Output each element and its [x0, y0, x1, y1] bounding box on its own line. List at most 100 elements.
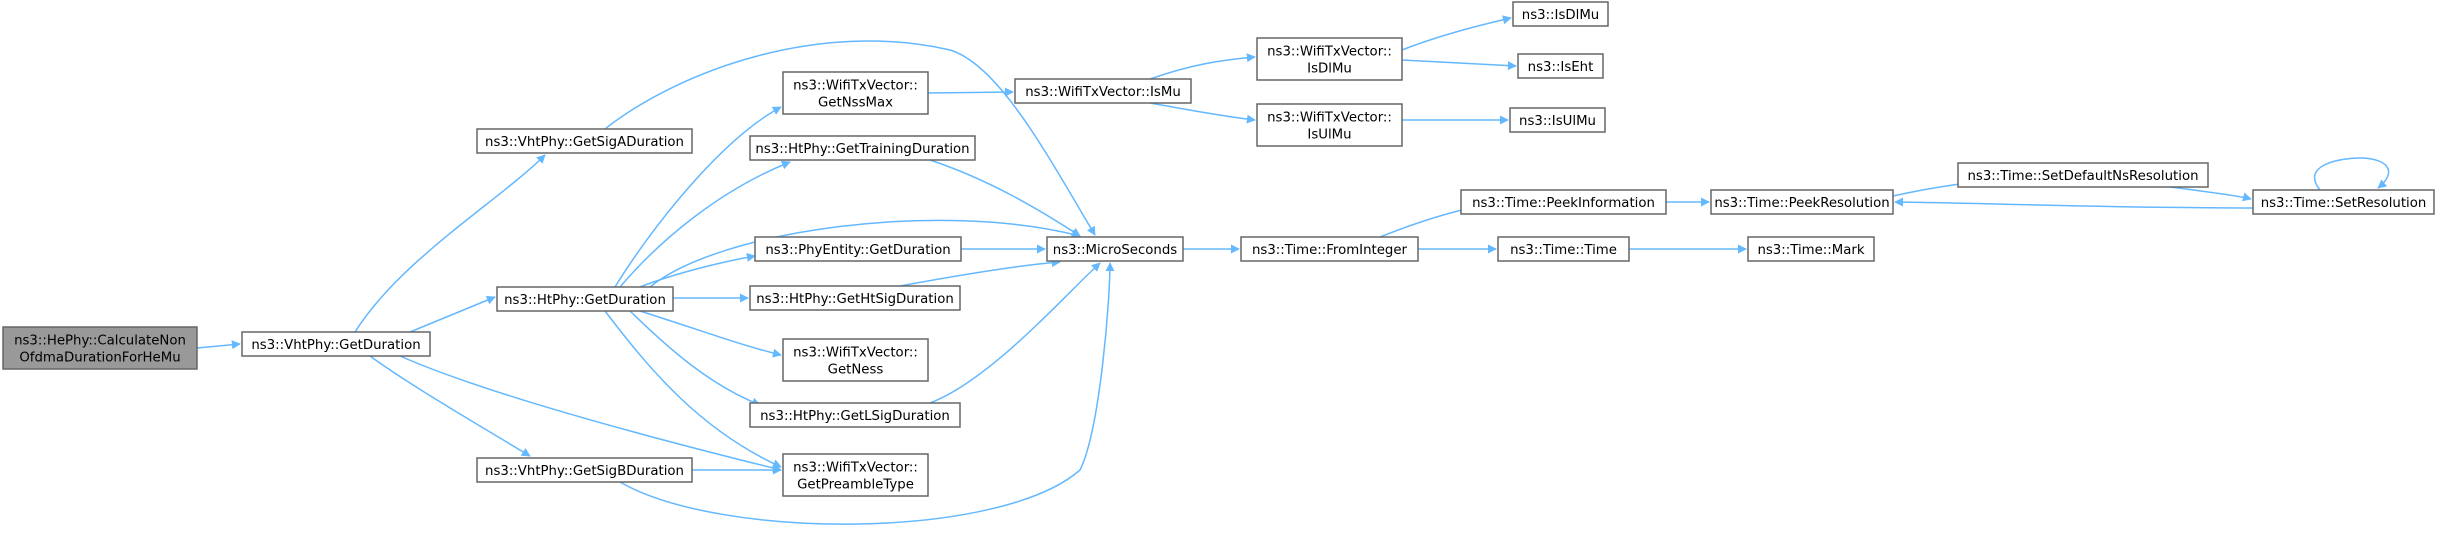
- node-label: ns3::IsDlMu: [1522, 8, 1599, 23]
- node-box: [1256, 37, 1403, 81]
- edge-line: [614, 106, 782, 288]
- node-label: ns3::VhtPhy::GetSigADuration: [485, 135, 684, 150]
- node-label: ns3::Time::SetResolution: [2261, 196, 2427, 211]
- node-box: [1460, 189, 1667, 215]
- edge-line: [354, 154, 546, 333]
- edge-line: [399, 355, 782, 473]
- edge-n10-n13: [929, 262, 1101, 404]
- node-n12[interactable]: ns3::WifiTxVector::IsMu: [1014, 78, 1192, 104]
- edge-n1-n2: [409, 295, 496, 333]
- node-label: ns3::WifiTxVector::: [793, 461, 918, 476]
- node-label: GetNess: [828, 363, 884, 378]
- node-box: [1710, 189, 1894, 215]
- edge-n1-n11: [399, 355, 782, 473]
- node-box: [2, 326, 198, 370]
- edge-n1-n3: [354, 154, 546, 333]
- node-label: IsDlMu: [1307, 62, 1352, 77]
- edge-line: [629, 310, 761, 407]
- node-n24[interactable]: ns3::Time::SetDefaultNsResolution: [1957, 162, 2209, 188]
- edge-line: [1149, 53, 1256, 80]
- edge-line: [927, 87, 1014, 97]
- node-label: ns3::WifiTxVector::: [793, 346, 918, 361]
- edge-n12-n14: [1149, 53, 1256, 80]
- node-n25[interactable]: ns3::Time::SetResolution: [2252, 189, 2435, 215]
- node-n20[interactable]: ns3::Time::PeekInformation: [1460, 189, 1667, 215]
- node-n1[interactable]: ns3::VhtPhy::GetDuration: [241, 331, 431, 357]
- node-n17[interactable]: ns3::IsEht: [1517, 53, 1604, 79]
- edge-line: [619, 160, 791, 288]
- node-n23[interactable]: ns3::Time::Mark: [1747, 236, 1875, 262]
- node-n7[interactable]: ns3::PhyEntity::GetDuration: [754, 236, 962, 262]
- edge-n24-n25: [2169, 186, 2252, 202]
- node-n14[interactable]: ns3::WifiTxVector::IsDlMu: [1256, 37, 1403, 81]
- node-box: [782, 338, 929, 382]
- node-label: ns3::HePhy::CalculateNon: [14, 334, 186, 349]
- node-n6[interactable]: ns3::HtPhy::GetTrainingDuration: [749, 135, 976, 161]
- edge-line: [929, 159, 1081, 237]
- node-n3[interactable]: ns3::VhtPhy::GetSigADuration: [476, 128, 693, 154]
- node-box: [754, 236, 962, 262]
- node-n9[interactable]: ns3::WifiTxVector::GetNess: [782, 338, 929, 382]
- node-box: [476, 457, 693, 483]
- node-n4[interactable]: ns3::VhtPhy::GetSigBDuration: [476, 457, 693, 483]
- node-label: GetPreambleType: [797, 478, 914, 493]
- edge-n4-n13: [619, 262, 1115, 525]
- node-label: IsUlMu: [1307, 128, 1351, 143]
- edge-n14-n16: [1401, 15, 1512, 51]
- edge-line: [409, 295, 496, 333]
- node-n16[interactable]: ns3::IsDlMu: [1512, 1, 1609, 27]
- edges: [196, 15, 2390, 525]
- node-n0[interactable]: ns3::HePhy::CalculateNonOfdmaDurationFor…: [2, 326, 198, 370]
- node-label: ns3::Time::PeekResolution: [1714, 196, 1889, 211]
- node-box: [241, 331, 431, 357]
- node-n13[interactable]: ns3::MicroSeconds: [1046, 236, 1184, 262]
- node-label: ns3::VhtPhy::GetDuration: [251, 338, 420, 353]
- edge-line: [929, 262, 1101, 404]
- edge-line: [899, 258, 1061, 287]
- edge-n5-n12: [927, 87, 1014, 97]
- edge-n2-n10: [629, 310, 761, 407]
- edge-line: [1401, 15, 1512, 51]
- node-label: ns3::WifiTxVector::: [1267, 45, 1392, 60]
- edge-line: [2169, 186, 2252, 202]
- edge-n2-n6: [619, 160, 791, 288]
- edge-line: [369, 355, 531, 457]
- node-label: ns3::WifiTxVector::: [793, 79, 918, 94]
- edge-line: [1894, 197, 2254, 209]
- node-label: ns3::HtPhy::GetTrainingDuration: [755, 142, 969, 157]
- node-box: [1014, 78, 1192, 104]
- node-n2[interactable]: ns3::HtPhy::GetDuration: [496, 286, 674, 312]
- edge-n8-n13: [899, 258, 1061, 287]
- edge-n2-n9: [639, 310, 782, 358]
- edge-n0-n1: [196, 340, 241, 350]
- node-label: ns3::Time::FromInteger: [1252, 243, 1408, 258]
- node-label: ns3::VhtPhy::GetSigBDuration: [485, 464, 684, 479]
- node-label: ns3::Time::Time: [1510, 243, 1617, 258]
- node-n21[interactable]: ns3::Time::Time: [1497, 236, 1630, 262]
- edge-n25-n25: [2313, 157, 2390, 191]
- node-label: ns3::PhyEntity::GetDuration: [765, 243, 950, 258]
- node-n22[interactable]: ns3::Time::PeekResolution: [1710, 189, 1894, 215]
- node-box: [1240, 236, 1419, 262]
- node-box: [1497, 236, 1630, 262]
- node-n15[interactable]: ns3::WifiTxVector::IsUlMu: [1256, 103, 1403, 147]
- edge-n2-n11: [604, 310, 782, 468]
- node-n11[interactable]: ns3::WifiTxVector::GetPreambleType: [782, 453, 929, 497]
- edge-n19-n20: [1379, 205, 1471, 238]
- node-n8[interactable]: ns3::HtPhy::GetHtSigDuration: [749, 285, 961, 311]
- node-n5[interactable]: ns3::WifiTxVector::GetNssMax: [782, 71, 929, 115]
- edge-n6-n13: [929, 159, 1081, 237]
- node-n19[interactable]: ns3::Time::FromInteger: [1240, 236, 1419, 262]
- edge-n3-n13: [604, 40, 1096, 236]
- edge-n1-n4: [369, 355, 531, 457]
- node-label: ns3::WifiTxVector::IsMu: [1025, 85, 1181, 100]
- edge-line: [196, 340, 241, 350]
- node-n18[interactable]: ns3::IsUlMu: [1509, 107, 1606, 133]
- node-label: ns3::WifiTxVector::: [1267, 111, 1392, 126]
- edge-line: [639, 310, 782, 358]
- nodes: ns3::HePhy::CalculateNonOfdmaDurationFor…: [2, 1, 2435, 497]
- node-n10[interactable]: ns3::HtPhy::GetLSigDuration: [749, 402, 961, 428]
- node-label: ns3::Time::Mark: [1757, 243, 1864, 258]
- node-box: [1747, 236, 1875, 262]
